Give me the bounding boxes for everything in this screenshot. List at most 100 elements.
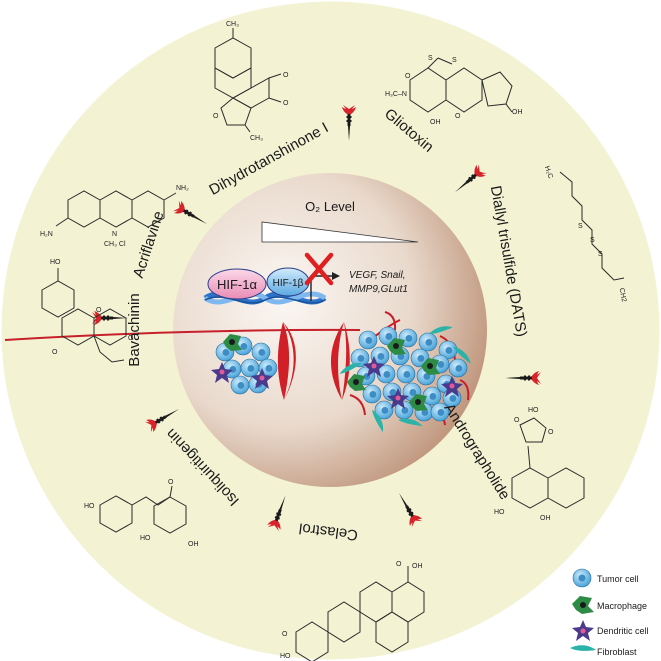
- vessel-branch: [4, 328, 361, 341]
- fibroblast-icon: [570, 645, 596, 651]
- svg-text:HO: HO: [528, 407, 539, 414]
- structure-acriflavine: NH₂ N CH₃ Cl H₂N: [40, 185, 189, 248]
- svg-text:HO: HO: [280, 653, 291, 660]
- structure-dats: H₂C S S S CH2: [543, 165, 627, 302]
- svg-text:OH: OH: [188, 541, 199, 548]
- svg-text:CH₃ Cl: CH₃ Cl: [104, 241, 126, 248]
- svg-text:O: O: [96, 307, 102, 314]
- svg-text:S: S: [590, 237, 595, 244]
- svg-text:O: O: [52, 349, 58, 356]
- svg-text:N: N: [112, 231, 117, 238]
- vessel-branch: [384, 311, 397, 331]
- svg-text:OH: OH: [540, 515, 551, 522]
- tumor-cell-icon: [396, 364, 416, 384]
- dendritic-cell-icon: [363, 356, 385, 377]
- svg-text:O: O: [455, 113, 461, 120]
- legend: Tumor cell Macrophage Dendritic cell Fib…: [570, 568, 649, 657]
- svg-text:HO: HO: [50, 259, 61, 266]
- dendritic-cell-icon: [251, 368, 273, 389]
- svg-text:H₂N: H₂N: [40, 231, 53, 238]
- svg-text:S: S: [598, 251, 603, 258]
- fibroblast-icon: [398, 418, 423, 427]
- vessel-branch: [349, 394, 366, 416]
- macrophage-icon: [409, 394, 428, 411]
- tumor-cell-icon: [374, 400, 394, 420]
- hif1a-label: HIF-1α: [217, 277, 258, 292]
- legend-tumor-cell: Tumor cell: [597, 574, 639, 584]
- svg-text:OH: OH: [512, 109, 523, 116]
- target-genes-line1: VEGF, Snail,: [349, 270, 406, 281]
- svg-text:S: S: [428, 55, 433, 62]
- legend-dendritic-cell: Dendritic cell: [597, 626, 649, 636]
- legend-fibroblast: Fibroblast: [597, 647, 637, 657]
- tumor-cell-icon: [438, 340, 458, 360]
- svg-text:HO: HO: [140, 535, 151, 542]
- structure-bavachinin: HO O O O: [41, 259, 134, 363]
- tumor-cell-icon: [394, 400, 414, 420]
- svg-text:CH2: CH2: [618, 288, 627, 303]
- dendritic-cell-icon: [211, 362, 233, 383]
- vessel-right: [330, 322, 350, 400]
- o2-gradient-triangle: [261, 221, 419, 243]
- svg-text:HO: HO: [494, 509, 505, 516]
- svg-text:H₂C: H₂C: [543, 165, 554, 179]
- svg-text:O: O: [405, 73, 411, 80]
- svg-text:O: O: [514, 417, 520, 424]
- svg-text:NH₂: NH₂: [176, 185, 189, 192]
- svg-text:O: O: [283, 72, 289, 79]
- tumor-cell-icon: [430, 402, 450, 422]
- tumor-cell-cluster: [4, 311, 471, 433]
- macrophage-icon: [223, 334, 242, 351]
- vessel-branch: [459, 379, 470, 401]
- hif1a-protein: [207, 268, 267, 300]
- fibroblast-icon: [339, 362, 363, 374]
- tumor-cell-icon: [350, 348, 370, 368]
- svg-text:CH₃: CH₃: [226, 21, 239, 28]
- structure-dihydrotanshinone: CH₃ O O O CH₃: [213, 21, 289, 142]
- svg-text:HO: HO: [84, 503, 95, 510]
- structure-gliotoxin: S S H₃C–N OH OH O O: [385, 55, 523, 126]
- inhibition-x-icon: [304, 252, 334, 286]
- structure-celastrol: O OH O HO: [280, 561, 425, 661]
- svg-text:O: O: [213, 113, 219, 120]
- svg-text:O: O: [282, 631, 288, 638]
- label-bavachinin: Bavachinin: [126, 293, 143, 366]
- hif1b-label: HIF-1β: [273, 278, 304, 289]
- target-genes-line2: MMP9,GLut1: [349, 284, 408, 295]
- dendritic-cell-icon: [387, 388, 409, 409]
- tumor-cell-icon: [418, 332, 438, 352]
- legend-macrophage: Macrophage: [597, 601, 647, 611]
- tumor-cell-icon: [358, 330, 378, 350]
- macrophage-icon: [347, 374, 366, 391]
- svg-text:O: O: [548, 429, 554, 436]
- tumor-cell-icon: [362, 384, 382, 404]
- tumor-cell-icon: [448, 358, 468, 378]
- svg-text:S: S: [452, 57, 457, 64]
- tumor-cell-icon: [230, 375, 250, 395]
- svg-text:CH₃: CH₃: [250, 135, 263, 142]
- tumor-cell-icon: [572, 568, 592, 588]
- svg-text:O: O: [396, 561, 402, 568]
- tumor-cell-icon: [251, 342, 271, 362]
- svg-text:OH: OH: [412, 563, 423, 570]
- fibroblast-icon: [452, 346, 471, 364]
- structure-andrographolide: O O HO OH HO: [494, 407, 585, 522]
- normal-cell-cluster: [211, 334, 278, 395]
- tumor-cell-icon: [240, 358, 260, 378]
- structure-isoliquiritigenin: HO O HO OH: [84, 479, 199, 548]
- svg-text:O: O: [168, 479, 174, 486]
- svg-text:S: S: [578, 223, 583, 230]
- svg-text:O: O: [128, 335, 134, 342]
- macrophage-icon: [421, 358, 440, 375]
- dendritic-cell-icon: [572, 620, 594, 641]
- fibroblast-icon: [372, 409, 384, 433]
- fibroblast-icon: [428, 326, 453, 335]
- macrophage-icon: [387, 338, 406, 355]
- svg-text:O: O: [283, 100, 289, 107]
- o2-level-label: O₂ Level: [305, 199, 355, 214]
- macrophage-icon: [572, 596, 594, 614]
- dendritic-cell-icon: [441, 376, 463, 397]
- tumor-cell-icon: [422, 386, 442, 406]
